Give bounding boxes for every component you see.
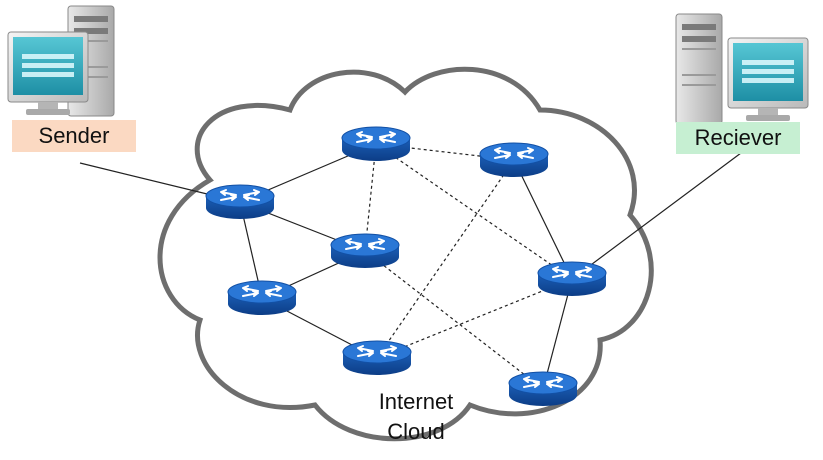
link-r2-r7-dashed: [375, 143, 573, 280]
link-r5-r7-dashed: [376, 278, 573, 359]
link-r3-r8-dashed: [364, 250, 544, 390]
link-r7-receiver: [571, 149, 746, 280]
cloud-label-line1: Internet: [378, 389, 454, 414]
link-r7-r8: [542, 278, 573, 390]
cloud-label: Internet Cloud: [360, 387, 472, 447]
sender-computer-icon: [7, 5, 115, 117]
link-r6-r7: [513, 159, 573, 280]
router-icon: [537, 261, 607, 297]
sender-label: Sender: [12, 120, 136, 152]
internet-cloud: [157, 66, 654, 442]
router-icon: [341, 126, 411, 162]
cloud-label-line2: Cloud: [387, 419, 445, 444]
router-icon: [330, 233, 400, 269]
router-icon: [508, 371, 578, 407]
router-icon: [342, 340, 412, 376]
router-icon: [205, 184, 275, 220]
router-icon: [227, 280, 297, 316]
receiver-computer-icon: [675, 13, 809, 125]
router-icon: [479, 142, 549, 178]
receiver-label: Reciever: [676, 122, 800, 154]
link-r6-r5-dashed: [376, 159, 515, 359]
network-links: [79, 143, 746, 390]
